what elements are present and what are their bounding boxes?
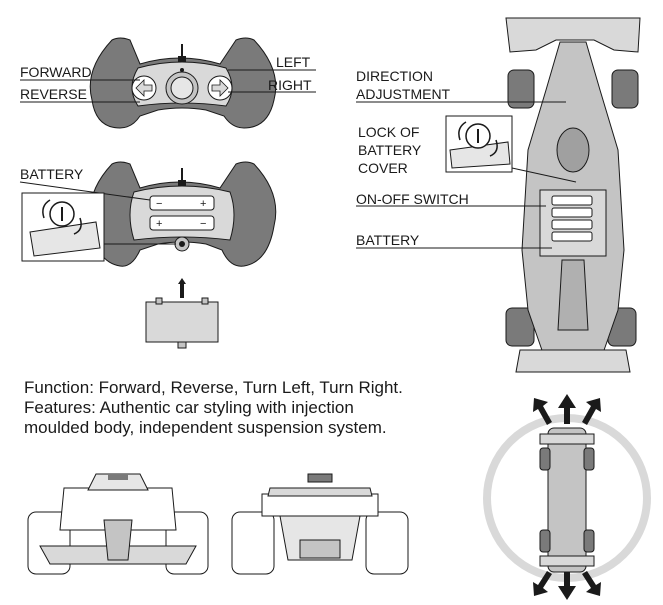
remote-front	[89, 37, 277, 129]
forward-arrow-icon	[558, 394, 576, 424]
svg-text:−: −	[156, 198, 162, 210]
forward-left-arrow-icon	[533, 398, 552, 425]
remote-battery-label: BATTERY	[20, 166, 84, 182]
car-lock-inset	[445, 115, 513, 173]
reverse-right-arrow-icon	[582, 571, 601, 596]
reverse-label: REVERSE	[20, 86, 87, 102]
remote-lock-inset	[21, 192, 105, 262]
forward-reverse-arrow-icon	[135, 79, 153, 97]
left-label: LEFT	[276, 54, 311, 70]
direction-label-line1: DIRECTION	[356, 68, 433, 84]
lock-label-line2: BATTERY	[358, 142, 422, 158]
remote-back: − + + −	[89, 161, 277, 267]
svg-text:+: +	[156, 218, 162, 230]
lock-label-line1: LOCK OF	[358, 124, 420, 140]
car-front-view	[27, 473, 209, 575]
description-line1: Function: Forward, Reverse, Turn Left, T…	[24, 378, 403, 397]
description-text: Function: Forward, Reverse, Turn Left, T…	[24, 378, 403, 438]
description-line2: Features: Authentic car styling with inj…	[24, 398, 354, 417]
description-line3: moulded body, independent suspension sys…	[24, 418, 387, 437]
right-label: RIGHT	[268, 77, 312, 93]
car-battery-label: BATTERY	[356, 232, 420, 248]
car-top-view	[505, 17, 641, 373]
left-right-arrow-icon	[211, 79, 229, 97]
direction-diagram	[483, 394, 651, 600]
svg-text:−: −	[200, 218, 206, 230]
insert-arrow-icon	[178, 278, 186, 298]
forward-right-arrow-icon	[582, 398, 601, 425]
svg-text:+: +	[200, 198, 206, 210]
reverse-arrow-icon	[558, 572, 576, 600]
car-rear-view	[231, 473, 409, 575]
onoff-label: ON-OFF SWITCH	[356, 191, 469, 207]
battery-cover	[145, 297, 219, 349]
reverse-left-arrow-icon	[533, 571, 552, 596]
direction-label-line2: ADJUSTMENT	[356, 86, 451, 102]
lock-label-line3: COVER	[358, 160, 408, 176]
forward-label: FORWARD	[20, 64, 92, 80]
